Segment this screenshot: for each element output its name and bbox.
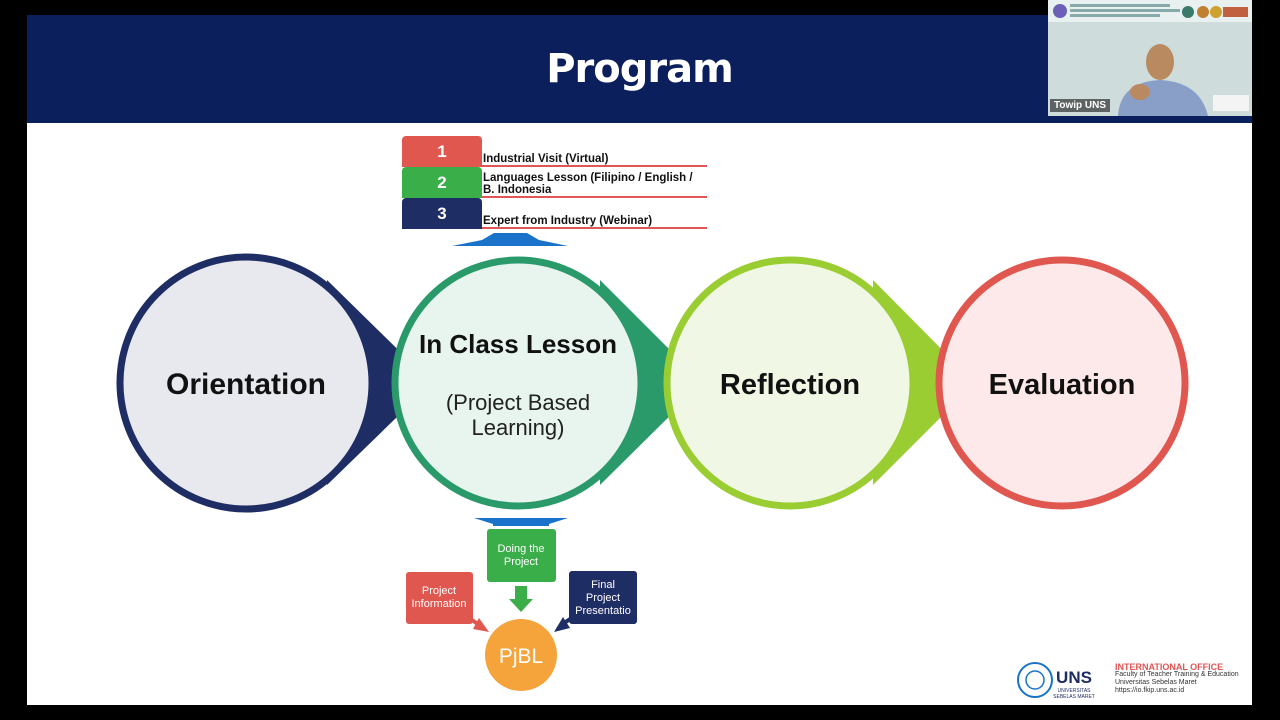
project-info-box — [406, 572, 473, 624]
step-underline — [482, 165, 707, 167]
lesson-subtitle-1: (Project Based — [446, 390, 590, 415]
lesson-label: In Class Lesson — [419, 329, 617, 359]
uns-seal-icon: UNS UNIVERSITAS SEBELAS MARET — [1017, 662, 1095, 700]
doing-project-text-2: Project — [504, 556, 538, 568]
green-arrow-stem — [515, 586, 527, 600]
office-title: INTERNATIONAL OFFICE — [1115, 662, 1224, 672]
person-head — [1146, 44, 1174, 80]
step-label: Industrial Visit (Virtual) — [483, 153, 609, 165]
up-arrow — [452, 240, 568, 246]
pjbl-circle — [485, 619, 557, 691]
office-faculty: Faculty of Teacher Training & Education — [1115, 671, 1239, 678]
final-presentation-text-3: Presentatio — [575, 605, 631, 617]
partner-logo-icon — [1197, 6, 1209, 18]
up-arrow-tip — [482, 233, 539, 240]
participant-name: Towip UNS — [1050, 99, 1111, 112]
doing-project-text-1: Doing the — [497, 543, 544, 555]
step-number: 2 — [402, 167, 482, 198]
orientation-circle — [116, 253, 376, 513]
green-arrow-head — [509, 599, 533, 612]
doing-project-box — [487, 529, 556, 582]
step-1: 1 Industrial Visit (Virtual) — [402, 136, 707, 167]
partner-logo-icon — [1182, 6, 1194, 18]
final-presentation-text-1: Final — [591, 579, 615, 591]
step-2: 2 Languages Lesson (Filipino / English /… — [402, 167, 707, 198]
lesson-subtitle-2: Learning) — [472, 415, 565, 440]
program-diagram: Orientation In Class Lesson (Project Bas… — [116, 233, 1189, 691]
footer-logo: UNS UNIVERSITAS SEBELAS MARET INTERNATIO… — [1012, 650, 1242, 702]
title-bar: Program — [27, 15, 1252, 123]
orientation-label: Orientation — [166, 368, 326, 401]
reflection-circle — [663, 256, 917, 510]
activity-steps: 1 Industrial Visit (Virtual) 2 Languages… — [402, 136, 707, 229]
step-label: Expert from Industry (Webinar) — [483, 215, 653, 227]
project-info-text-2: Information — [411, 598, 466, 610]
participant-video[interactable]: Towip UNS — [1048, 0, 1252, 116]
step-3: 3 Expert from Industry (Webinar) — [402, 198, 707, 229]
presentation-slide: Program 1 Industrial Visit (Virtual) 2 L… — [27, 15, 1252, 705]
final-presentation-text-2: Project — [586, 592, 620, 604]
partner-logo-icon — [1223, 7, 1248, 17]
project-info-text-1: Project — [422, 585, 456, 597]
office-url: https://io.fkip.uns.ac.id — [1115, 687, 1185, 694]
red-arrow-head — [473, 618, 489, 632]
step-label: Languages Lesson (Filipino / English / B… — [483, 172, 693, 196]
slide-title: Program — [546, 46, 734, 92]
uns-logo-text: UNS — [1056, 668, 1092, 687]
person-hand — [1130, 84, 1150, 100]
uns-sub-1: UNIVERSITAS — [1058, 688, 1092, 694]
step-underline — [482, 227, 707, 229]
office-info: INTERNATIONAL OFFICE Faculty of Teacher … — [1115, 663, 1239, 695]
final-presentation-box — [569, 571, 637, 624]
step-underline — [482, 196, 707, 198]
office-university: Universitas Sebelas Maret — [1115, 679, 1197, 686]
evaluation-label: Evaluation — [989, 369, 1136, 401]
reflection-label: Reflection — [720, 369, 860, 401]
partner-logo-icon — [1210, 6, 1222, 18]
evaluation-circle — [935, 256, 1189, 510]
step-number: 1 — [402, 136, 482, 167]
uns-sub-2: SEBELAS MARET — [1053, 694, 1095, 700]
navy-arrow-head — [554, 617, 570, 632]
down-arrow-stem — [493, 518, 549, 526]
lesson-circle — [391, 256, 645, 510]
event-logo-icon — [1053, 4, 1067, 18]
pjbl-label: PjBL — [499, 645, 543, 668]
step-number: 3 — [402, 198, 482, 229]
